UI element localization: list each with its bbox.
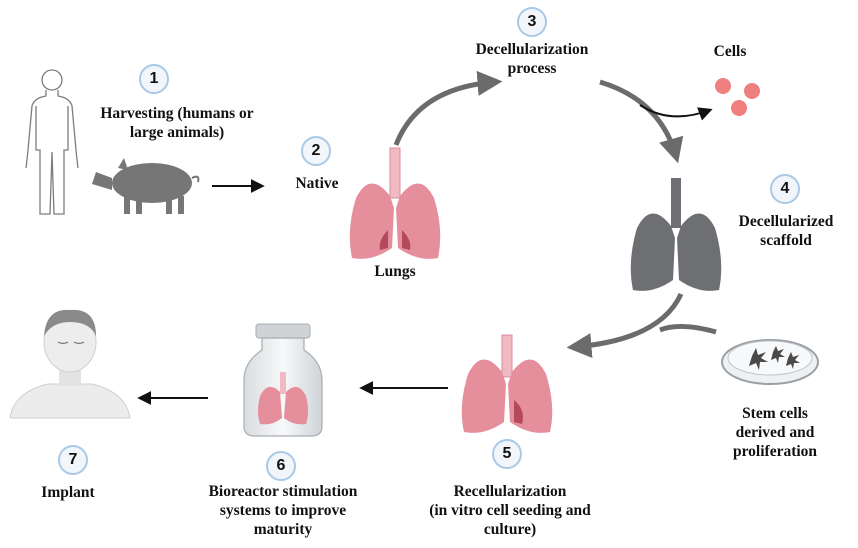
lungs-label: Lungs xyxy=(374,263,416,280)
step-3-label-line-1: Decellularization xyxy=(475,41,589,58)
stem-cells-label-line-2: derived and xyxy=(735,424,815,441)
patient-bust-icon xyxy=(9,309,131,419)
step-5-label-line-3: culture) xyxy=(483,521,537,538)
step-6-label-line-3: maturity xyxy=(253,521,313,538)
step-1-label: Harvesting (humans or large animals) xyxy=(82,104,272,142)
step-badge-4: 4 xyxy=(770,174,800,204)
human-outline-icon xyxy=(25,69,79,215)
step-2-label-line-1: Native xyxy=(295,175,339,192)
stem-cells-label: Stem cells derived and proliferation xyxy=(720,404,830,461)
native-lungs-icon xyxy=(349,147,441,259)
arrow-stem-cells-join xyxy=(659,324,717,335)
step-badge-3: 3 xyxy=(517,7,547,37)
step-2-label: Native xyxy=(282,174,352,193)
arrow-4-to-5 xyxy=(566,292,684,359)
step-5-label-line-2: (in vitro cell seeding and xyxy=(429,502,591,519)
step-badge-5: 5 xyxy=(492,439,522,469)
stem-cells-label-line-3: proliferation xyxy=(732,443,818,460)
petri-dish-icon xyxy=(721,339,819,385)
step-badge-7: 7 xyxy=(58,445,88,475)
step-6-label: Bioreactor stimulation systems to improv… xyxy=(186,482,380,539)
arrow-2-to-3 xyxy=(393,70,503,146)
step-5-label: Recellularization (in vitro cell seeding… xyxy=(410,482,610,539)
step-6-label-line-2: systems to improve xyxy=(219,502,347,519)
arrow-3-to-4 xyxy=(599,79,684,164)
step-4-label: Decellularized scaffold xyxy=(726,212,846,250)
step-4-label-line-2: scaffold xyxy=(760,232,812,249)
step-7-label: Implant xyxy=(20,483,116,502)
step-5-label-line-1: Recellularization xyxy=(453,483,567,500)
arrow-to-cells xyxy=(639,104,713,121)
step-badge-2: 2 xyxy=(301,136,331,166)
step-4-label-line-1: Decellularized xyxy=(738,213,834,230)
step-6-label-line-1: Bioreactor stimulation xyxy=(208,483,358,500)
step-3-label-line-2: process xyxy=(507,60,557,77)
step-badge-6: 6 xyxy=(266,451,296,481)
pig-icon xyxy=(92,158,200,214)
scaffold-lungs-icon xyxy=(630,178,722,291)
cells-icon xyxy=(715,78,760,116)
step-7-label-line-1: Implant xyxy=(41,484,95,501)
step-1-label-line-1: Harvesting (humans or xyxy=(100,105,254,122)
step-3-label: Decellularization process xyxy=(452,40,612,78)
step-badge-1: 1 xyxy=(139,64,169,94)
step-1-label-line-2: large animals) xyxy=(129,124,225,141)
cells-label: Cells xyxy=(713,43,747,60)
recellularized-lungs-icon xyxy=(461,334,553,433)
stem-cells-label-line-1: Stem cells xyxy=(742,405,808,422)
bioreactor-jar-icon xyxy=(243,323,323,437)
